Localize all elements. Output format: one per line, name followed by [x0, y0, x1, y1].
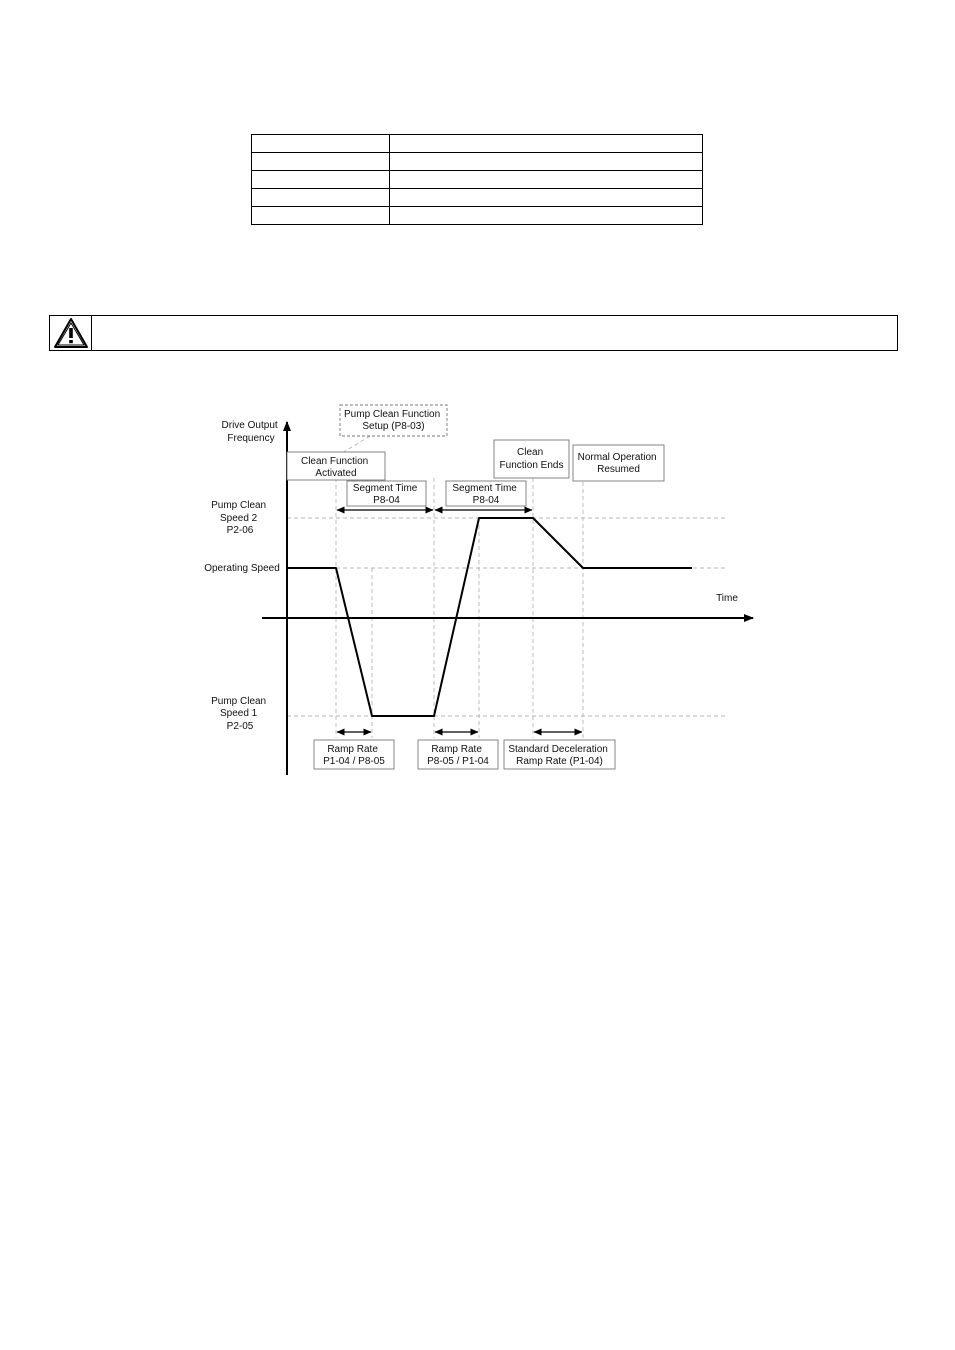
- svg-text:Ramp Rate P1-04 / P8-05: Ramp Rate P1-04 / P8-05: [323, 744, 385, 767]
- description-cell: [389, 206, 703, 225]
- setup-connector-line: [341, 435, 371, 454]
- warning-note: [49, 315, 898, 351]
- decel-callout: Standard Deceleration Ramp Rate (P1-04): [503, 739, 616, 770]
- parameter-table: [251, 134, 703, 225]
- svg-text:Clean Function Ends: Clean Function Ends: [500, 447, 564, 471]
- drive-frequency-trace: [287, 517, 692, 717]
- speed1-level-label: Pump Clean Speed 1 P2-05: [211, 696, 269, 732]
- y-axis-label: Drive Output Frequency: [222, 420, 281, 444]
- segment2-callout: Segment Time P8-04: [445, 480, 527, 507]
- parameter-table-row: [251, 134, 703, 153]
- operation-resumed-callout: Normal Operation Resumed: [572, 444, 665, 482]
- speed2-level-label: Pump Clean Speed 2 P2-06: [211, 500, 269, 536]
- ramp1-callout: Ramp Rate P1-04 / P8-05: [313, 739, 395, 770]
- svg-text:Normal Operation Resumed: Normal Operation Resumed: [578, 452, 660, 475]
- function-ends-callout: Clean Function Ends: [493, 439, 570, 479]
- ramp2-callout: Ramp Rate P8-05 / P1-04: [417, 739, 499, 770]
- svg-text:Clean Function Activated: Clean Function Activated: [301, 456, 371, 479]
- x-axis-label: Time: [716, 593, 738, 604]
- svg-text:Pump Clean Function Setu: Pump Clean Function Setup (P8-03): [344, 409, 443, 432]
- warning-triangle-icon: [54, 318, 88, 348]
- activated-callout: Clean Function Activated: [286, 451, 386, 481]
- svg-text:Standard Deceleration Ra: Standard Deceleration Ramp Rate (P1-04): [508, 744, 610, 767]
- operating-speed-label: Operating Speed: [204, 563, 280, 574]
- parameter-table-row: [251, 206, 703, 225]
- segment1-callout: Segment Time P8-04: [346, 480, 427, 507]
- svg-text:Ramp Rate P8-05 / P1-04: Ramp Rate P8-05 / P1-04: [427, 744, 489, 767]
- svg-text:Segment Time P8-04: Segment Time P8-04: [353, 483, 420, 506]
- setup-callout: Pump Clean Function Setup (P8-03): [339, 404, 448, 437]
- svg-text:Segment Time P8-04: Segment Time P8-04: [452, 483, 519, 506]
- warning-icon-cell: [50, 316, 92, 350]
